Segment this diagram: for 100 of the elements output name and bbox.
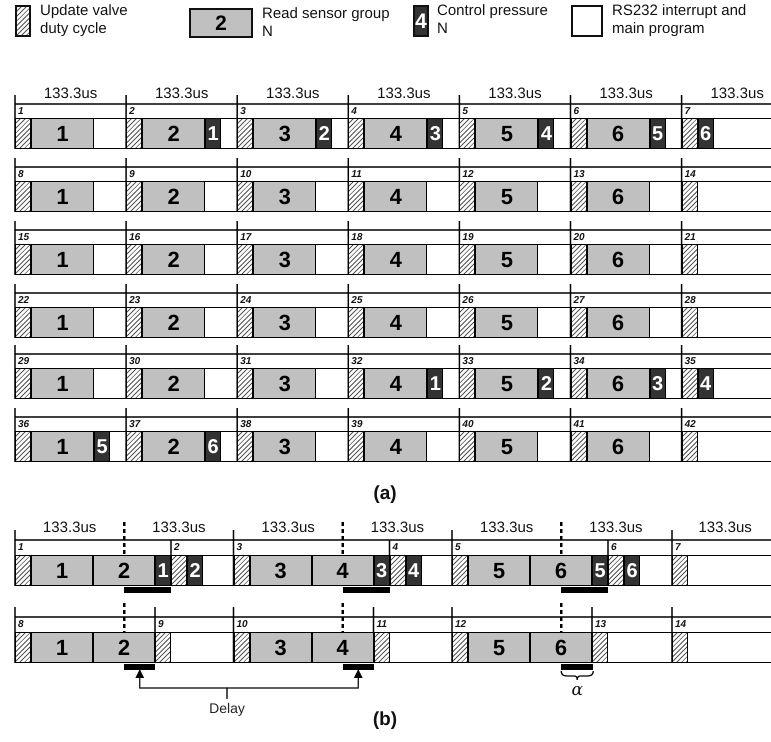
pressure-control-block: 3 <box>427 118 444 149</box>
slot-number: 38 <box>240 418 252 431</box>
sensor-read-block: 1 <box>31 244 94 275</box>
sensor-read-block: 4 <box>312 555 374 586</box>
pressure-control-block: 1 <box>155 555 171 586</box>
sensor-read-block: 3 <box>253 118 316 149</box>
slot-number: 28 <box>684 294 697 307</box>
sensor-read-block: 3 <box>250 632 312 663</box>
pressure-control-block: 5 <box>592 555 608 586</box>
pressure-control-block: 1 <box>427 368 444 399</box>
slot-number: 13 <box>574 168 586 181</box>
pressure-control-block: 4 <box>698 368 714 399</box>
pressure-control-block: 3 <box>650 368 666 399</box>
slot-number: 42 <box>684 418 697 431</box>
pressure-control-block: 4 <box>406 555 422 586</box>
slot-number: 8 <box>18 168 25 181</box>
leader-arrow <box>226 669 363 699</box>
slot-number: 33 <box>462 355 475 368</box>
slot-number: 32 <box>351 355 364 368</box>
slot-number: 25 <box>351 294 364 307</box>
slot-number: 36 <box>18 418 30 431</box>
sensor-read-block: 6 <box>530 632 592 663</box>
sensor-read-block: 2 <box>142 244 206 275</box>
sensor-read-block: 6 <box>530 555 592 586</box>
sensor-read-block: 1 <box>31 307 94 338</box>
legend-text: Read sensor group N <box>262 5 391 41</box>
duration-label: 133.3us <box>151 518 207 536</box>
duration-label: 133.3us <box>709 84 765 102</box>
slot-number: 6 <box>574 105 580 118</box>
slot-number: 3 <box>240 105 247 118</box>
sensor-read-block: 2 <box>93 555 155 586</box>
pressure-control-block: 2 <box>538 368 554 399</box>
duration-label: 133.3us <box>42 518 98 536</box>
slot-number: 27 <box>574 294 586 307</box>
pressure-control-block: 6 <box>205 431 222 462</box>
sensor-read-block: 1 <box>31 632 93 663</box>
sensor-read-block: 4 <box>364 368 428 399</box>
slot-number: 31 <box>240 355 252 368</box>
sensor-read-block: 1 <box>31 181 94 212</box>
duration-label: 133.3us <box>42 84 98 102</box>
sensor-read-block: 5 <box>475 244 538 275</box>
duration-label: 133.3us <box>598 84 654 102</box>
alpha-label: α <box>570 679 584 701</box>
pressure-control-block: 6 <box>624 555 640 586</box>
slot-number: 21 <box>684 231 697 244</box>
duration-label: 133.3us <box>154 84 210 102</box>
slot-number: 29 <box>18 355 30 368</box>
slot-number: 7 <box>675 541 682 554</box>
sensor-read-block: 2 <box>142 431 206 462</box>
slot-number: 11 <box>376 618 388 631</box>
sensor-read-block: 4 <box>364 244 428 275</box>
slot-number: 1 <box>18 541 25 554</box>
slot-number: 2 <box>129 105 136 118</box>
duration-label: 133.3us <box>478 518 534 536</box>
sensor-read-block: 5 <box>468 555 530 586</box>
sensor-read-block: 4 <box>364 307 428 338</box>
sensor-read-block: 3 <box>253 244 316 275</box>
sensor-read-block: 1 <box>31 431 94 462</box>
sensor-read-block: 2 <box>142 181 206 212</box>
slot-number: 4 <box>351 105 358 118</box>
slot-number: 35 <box>684 355 697 368</box>
slot-number: 23 <box>129 294 142 307</box>
slot-number: 8 <box>18 618 25 631</box>
slot-number: 5 <box>455 541 462 554</box>
sensor-read-block: 3 <box>253 431 316 462</box>
sensor-read-block: 4 <box>364 431 428 462</box>
sensor-read-block: 3 <box>253 307 316 338</box>
sensor-read-block: 5 <box>475 307 538 338</box>
slot-number: 15 <box>18 231 30 244</box>
slot-number: 30 <box>129 355 142 368</box>
pressure-control-block: 5 <box>94 431 110 462</box>
sensor-read-block: 6 <box>586 368 650 399</box>
legend-text: Update valve duty cycle <box>40 2 129 38</box>
pressure-control-block: 1 <box>205 118 222 149</box>
delay-bar <box>342 664 374 670</box>
slot-number: 16 <box>129 231 142 244</box>
slot-number: 26 <box>462 294 475 307</box>
sensor-read-block: 5 <box>475 368 538 399</box>
sensor-read-block: 5 <box>475 181 538 212</box>
sensor-read-block: 1 <box>31 118 94 149</box>
sensor-read-block: 5 <box>468 632 530 663</box>
slot-number: 41 <box>574 418 586 431</box>
legend-text: RS232 interrupt and main program <box>612 2 748 38</box>
slot-number: 10 <box>240 168 252 181</box>
pressure-control-block: 6 <box>698 118 714 149</box>
slot-number: 14 <box>675 618 688 631</box>
sensor-read-block: 3 <box>250 555 312 586</box>
legend-text: Control pressure N <box>437 2 549 38</box>
slot-number: 18 <box>351 231 364 244</box>
pressure-control-block: 5 <box>650 118 666 149</box>
sensor-read-block: 4 <box>364 118 428 149</box>
slot-number: 11 <box>351 168 363 181</box>
sensor-read-block: 6 <box>586 244 650 275</box>
sensor-read-block: 6 <box>586 431 650 462</box>
slot-number: 24 <box>240 294 252 307</box>
duration-label: 133.3us <box>370 518 426 536</box>
legend-number: 2 <box>215 12 227 34</box>
duration-label: 133.3us <box>376 84 432 102</box>
sensor-read-block: 2 <box>142 368 206 399</box>
panel-label: (a) <box>372 482 398 505</box>
